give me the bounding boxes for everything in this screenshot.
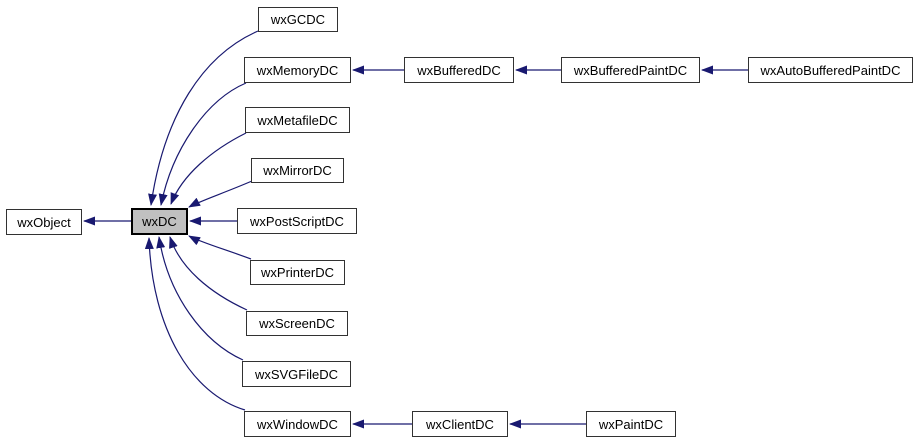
class-node-wxBufferedDC[interactable]: wxBufferedDC xyxy=(404,57,514,83)
class-node-label: wxAutoBufferedPaintDC xyxy=(760,62,901,78)
class-node-wxSVGFileDC[interactable]: wxSVGFileDC xyxy=(242,361,351,387)
class-node-wxPrinterDC[interactable]: wxPrinterDC xyxy=(250,260,345,285)
edge-wxScreenDC-wxDC xyxy=(169,236,248,311)
class-node-wxScreenDC[interactable]: wxScreenDC xyxy=(246,311,348,336)
class-node-wxAutoBufferedPaintDC[interactable]: wxAutoBufferedPaintDC xyxy=(748,57,913,83)
edge-wxMetafileDC-wxDC xyxy=(170,132,247,205)
class-node-wxPostScriptDC[interactable]: wxPostScriptDC xyxy=(237,208,357,234)
edge-wxGCDC-wxDC xyxy=(148,30,259,206)
class-node-label: wxPostScriptDC xyxy=(250,213,344,229)
class-node-label: wxBufferedPaintDC xyxy=(573,62,688,78)
class-node-label: wxMetafileDC xyxy=(257,112,338,128)
class-node-label: wxPaintDC xyxy=(598,416,664,432)
edge-wxMemoryDC-wxDC xyxy=(158,82,247,206)
class-node-label: wxPrinterDC xyxy=(261,265,334,280)
class-node-label: wxGCDC xyxy=(270,12,326,27)
class-node-label: wxWindowDC xyxy=(257,416,338,432)
class-node-wxWindowDC[interactable]: wxWindowDC xyxy=(244,411,351,437)
class-node-label: wxSVGFileDC xyxy=(254,366,339,382)
class-node-label: wxMemoryDC xyxy=(256,62,339,78)
class-node-wxMemoryDC[interactable]: wxMemoryDC xyxy=(244,57,351,83)
class-node-label: wxBufferedDC xyxy=(417,62,501,78)
class-node-wxMetafileDC[interactable]: wxMetafileDC xyxy=(245,107,350,133)
class-node-wxClientDC[interactable]: wxClientDC xyxy=(412,411,508,437)
edge-wxPrinterDC-wxDC xyxy=(188,235,252,260)
class-node-wxBufferedPaintDC[interactable]: wxBufferedPaintDC xyxy=(561,57,700,83)
class-node-wxPaintDC[interactable]: wxPaintDC xyxy=(586,411,676,437)
class-node-wxMirrorDC[interactable]: wxMirrorDC xyxy=(251,158,344,183)
edge-wxMirrorDC-wxDC xyxy=(188,180,253,208)
class-node-wxDC: wxDC xyxy=(131,208,188,235)
class-node-label: wxDC xyxy=(142,214,177,229)
class-node-wxGCDC[interactable]: wxGCDC xyxy=(258,7,338,32)
class-node-wxObject[interactable]: wxObject xyxy=(6,209,82,235)
class-node-label: wxClientDC xyxy=(426,416,494,432)
class-node-label: wxObject xyxy=(17,214,71,230)
class-node-label: wxMirrorDC xyxy=(263,163,332,178)
edge-wxWindowDC-wxDC xyxy=(144,237,246,411)
class-node-label: wxScreenDC xyxy=(259,316,335,331)
edge-wxSVGFileDC-wxDC xyxy=(156,236,244,361)
